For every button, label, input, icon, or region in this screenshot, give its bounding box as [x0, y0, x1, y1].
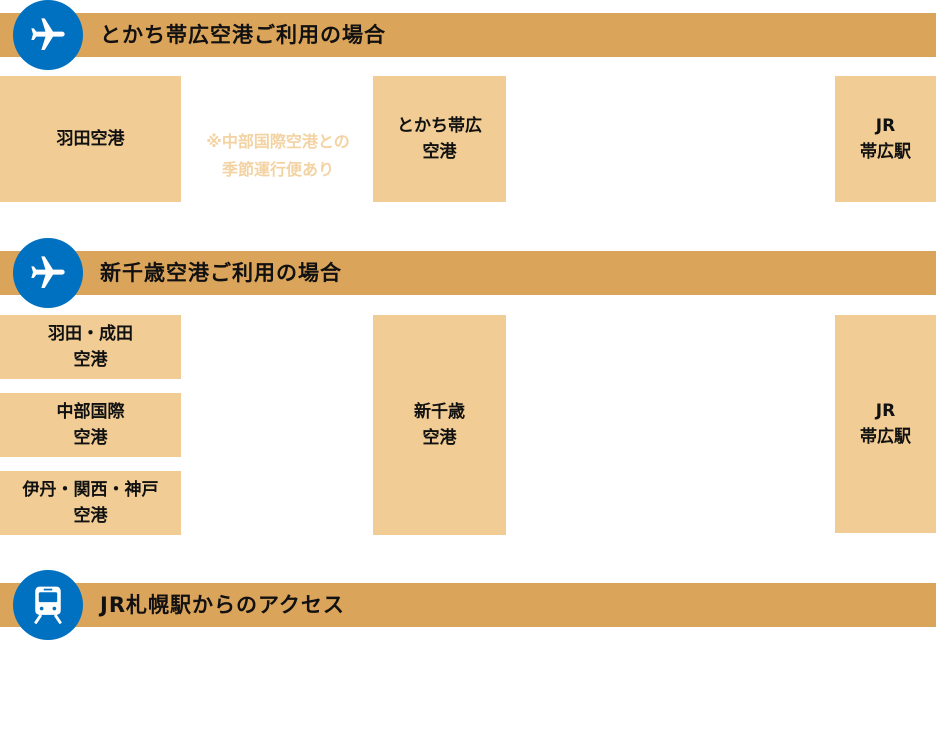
origin-chubu: 中部国際 空港: [0, 393, 181, 457]
section-title: 新千歳空港ご利用の場合: [100, 261, 342, 285]
seasonal-note: ※中部国際空港との 季節運行便あり: [206, 132, 350, 179]
airplane-icon: [13, 238, 83, 308]
dest-jr-obihiro: JR 帯広駅: [835, 315, 936, 533]
dest-jr-obihiro: JR 帯広駅: [835, 76, 936, 202]
origin-itami-kansai-kobe: 伊丹・関西・神戸 空港: [0, 471, 181, 535]
origin-haneda: 羽田空港: [0, 76, 181, 202]
origin-haneda-narita: 羽田・成田 空港: [0, 315, 181, 379]
section-header-sapporo: JR札幌駅からのアクセス: [0, 583, 936, 627]
section-header-obihiro: とかち帯広空港ご利用の場合: [0, 13, 936, 57]
via-new-chitose-airport: 新千歳 空港: [373, 315, 506, 535]
section-title: JR札幌駅からのアクセス: [100, 593, 345, 617]
section-header-shin-chitose: 新千歳空港ご利用の場合: [0, 251, 936, 295]
via-tokachi-obihiro-airport: とかち帯広 空港: [373, 76, 506, 202]
airplane-icon: [13, 0, 83, 70]
section-title: とかち帯広空港ご利用の場合: [100, 23, 386, 47]
train-icon: [13, 570, 83, 640]
